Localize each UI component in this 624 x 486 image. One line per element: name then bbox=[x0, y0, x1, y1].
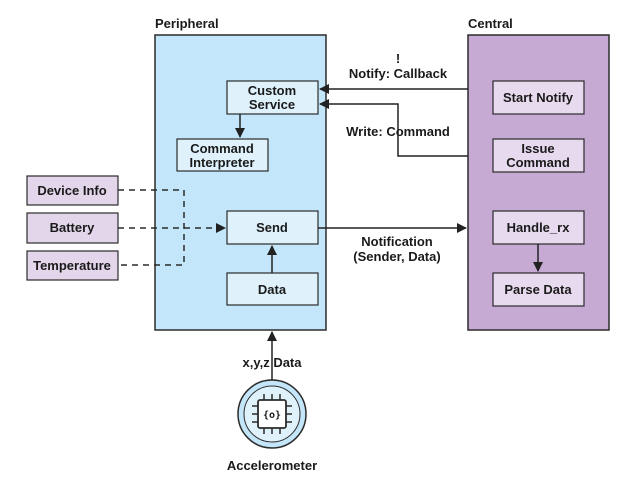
custom-service-label-line1: Custom bbox=[248, 83, 296, 98]
custom-service-box bbox=[226, 80, 319, 115]
device-info-label: Device Info bbox=[37, 183, 106, 198]
command-interpreter-label-line2: Interpreter bbox=[189, 155, 254, 170]
xyz-data-label: x,y,z Data bbox=[242, 355, 302, 370]
write-command-arrow bbox=[319, 99, 468, 157]
issue-command-label-line1: Issue bbox=[521, 141, 554, 156]
command-interpreter-label-line1: Command bbox=[190, 141, 254, 156]
command-interpreter-box bbox=[176, 138, 269, 172]
issue-command-label-line2: Command bbox=[506, 155, 570, 170]
send-label: Send bbox=[256, 220, 288, 235]
battery-box bbox=[26, 212, 119, 244]
start-notify-label: Start Notify bbox=[503, 90, 574, 105]
central-title: Central bbox=[468, 16, 513, 31]
parse-data-box bbox=[492, 272, 585, 307]
write-command-label: Write: Command bbox=[346, 124, 450, 139]
issue-command-box bbox=[492, 138, 585, 173]
data-box bbox=[226, 272, 319, 306]
accelerometer-label: Accelerometer bbox=[227, 458, 317, 473]
data-label: Data bbox=[258, 282, 287, 297]
notify-callback-label: Notify: Callback bbox=[349, 66, 448, 81]
temperature-label: Temperature bbox=[33, 258, 111, 273]
chip-icon: {o} bbox=[237, 379, 307, 449]
temperature-box bbox=[26, 250, 119, 281]
start-notify-box bbox=[492, 80, 585, 115]
chip-glyph: {o} bbox=[263, 410, 281, 421]
peripheral-title: Peripheral bbox=[155, 16, 219, 31]
notification-label-line1: Notification bbox=[361, 234, 433, 249]
custom-service-label-line2: Service bbox=[249, 97, 295, 112]
notification-label-line2: (Sender, Data) bbox=[353, 249, 440, 264]
handle-rx-label: Handle_rx bbox=[507, 220, 571, 235]
send-box bbox=[226, 210, 319, 245]
battery-label: Battery bbox=[50, 220, 96, 235]
notify-mark: ! bbox=[396, 51, 400, 66]
parse-data-label: Parse Data bbox=[504, 282, 572, 297]
